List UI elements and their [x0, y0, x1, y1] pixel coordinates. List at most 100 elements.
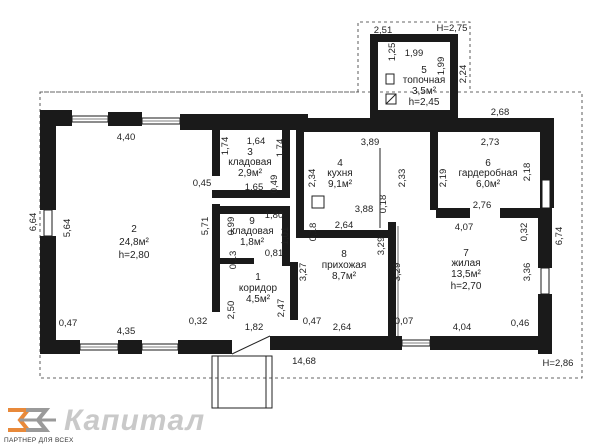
windows — [43, 115, 551, 351]
dim-kitchen-right: 2,33 — [397, 169, 408, 188]
svg-text:2: 2 — [131, 224, 137, 235]
wall-bottom-1 — [40, 340, 80, 354]
svg-text:1,8м²: 1,8м² — [240, 237, 265, 248]
dim-room3-bottom: 1,65 — [245, 182, 264, 193]
dim-room9-top: 1,80 — [265, 210, 284, 221]
room-2-label: 2 24,8м² h=2,80 — [119, 224, 150, 261]
dim-room9-left: 0,99 — [226, 217, 237, 236]
dim-kitchen-bottom-right: 3,88 — [355, 204, 374, 215]
svg-text:h=2,70: h=2,70 — [451, 281, 482, 292]
dim-kitchen-bottom-left: 2,64 — [335, 220, 354, 231]
dim-boiler-top: 2,51 — [374, 25, 393, 36]
dim-overall-right: 6,74 — [554, 227, 565, 246]
svg-text:прихожая: прихожая — [322, 260, 367, 271]
wall-bottom-5 — [430, 336, 552, 350]
fixtures — [211, 73, 399, 409]
svg-text:h=2,45: h=2,45 — [409, 97, 440, 108]
window-right-2 — [540, 267, 550, 295]
room-8-label: 8 прихожая 8,7м² — [322, 249, 367, 282]
svg-text:1: 1 — [255, 272, 261, 283]
brand-partner-tagline: ПАРТНЕР ДЛЯ ВСЕХ — [4, 437, 74, 444]
dim-bottom-living: 4,04 — [453, 322, 472, 333]
brand-watermark: Капитал — [64, 404, 205, 437]
wall-room3-left — [212, 130, 220, 176]
dim-hall-right: 3,29 — [376, 237, 387, 256]
svg-text:6: 6 — [485, 158, 491, 169]
dim-room3-side: 0,49 — [269, 175, 280, 194]
room-3-label: 3 кладовая 2,9м² — [228, 147, 271, 179]
wall-boiler-right — [450, 34, 458, 118]
wall-room2-right — [212, 204, 220, 312]
svg-text:кладовая: кладовая — [228, 157, 271, 168]
wall-bottom-4 — [270, 336, 402, 350]
boiler-unit-icon-2 — [385, 93, 397, 105]
outer-boundary-dashed — [39, 91, 583, 379]
svg-text:5: 5 — [421, 65, 427, 76]
dim-corridor-right2: 2,47 — [276, 299, 287, 318]
dim-boiler-left: 1,25 — [387, 43, 398, 62]
wall-room9-top — [220, 206, 290, 214]
svg-text:4: 4 — [337, 158, 343, 169]
svg-text:9: 9 — [249, 216, 255, 227]
dim-wardrobe-bottom: 2,76 — [473, 200, 492, 211]
dim-boiler-side: 2,24 — [458, 65, 469, 84]
dim-bottom-stub4: 0,07 — [395, 316, 414, 327]
dim-bottom-stub5: 0,46 — [511, 318, 530, 329]
boiler-boundary-dashed — [357, 21, 471, 92]
wall-wardrobe-bottom-a — [436, 208, 470, 218]
stove-icon — [311, 195, 325, 209]
boiler-unit-icon — [385, 73, 395, 85]
dim-kitchen-post2: 0,18 — [378, 195, 389, 214]
walls — [40, 34, 554, 354]
svg-text:2,9м²: 2,9м² — [238, 168, 263, 179]
wall-bottom-2 — [118, 340, 142, 354]
dim-room3-right: 1,74 — [275, 139, 286, 158]
dim-bottom-room2: 4,35 — [117, 326, 136, 337]
wall-left-lower — [40, 236, 56, 354]
window-left — [43, 209, 53, 237]
wall-top-center — [180, 114, 308, 130]
dim-room3-stub: 0,45 — [193, 178, 212, 189]
dim-room9-bottom: 0,81 — [265, 248, 284, 259]
svg-text:13,5м²: 13,5м² — [451, 269, 481, 280]
dim-bottom-stub2: 0,32 — [189, 316, 208, 327]
dim-room9-right: 1,01 — [280, 227, 291, 246]
room-4-label: 4 кухня 9,1м² — [327, 158, 352, 190]
dim-living-top: 4,07 — [455, 222, 474, 233]
wall-boiler-bottom — [378, 110, 450, 118]
dim-bottom-hall: 2,64 — [333, 322, 352, 333]
svg-text:4,5м²: 4,5м² — [246, 294, 271, 305]
wall-boiler-top — [370, 34, 458, 42]
room-9-label: 9 кладовая 1,8м² — [230, 216, 273, 248]
dim-kitchen-top: 3,89 — [361, 137, 380, 148]
svg-text:8: 8 — [341, 249, 347, 260]
dim-wardrobe-right: 2,18 — [522, 163, 533, 182]
wall-room3-bottom — [212, 190, 290, 198]
dimension-labels: 4,40 1,64 1,65 0,45 3,89 2,64 3,88 2,51 … — [59, 23, 574, 369]
dim-bottom-left-stub: 0,47 — [59, 318, 78, 329]
svg-text:3,5м²: 3,5м² — [412, 86, 437, 97]
wall-left-upper — [40, 110, 56, 210]
svg-text:кладовая: кладовая — [230, 226, 273, 237]
dimension-labels-vertical: 6,64 5,64 5,71 1,74 1,74 0,49 2,34 2,33 … — [28, 43, 565, 320]
dim-top-left-wall: 4,40 — [117, 132, 136, 143]
entrance-porch — [211, 355, 273, 409]
svg-text:7: 7 — [463, 248, 469, 259]
dim-kitchen-post: 0,18 — [308, 223, 319, 242]
dim-corridor-left: 2,50 — [226, 301, 237, 320]
dim-living-post: 0,32 — [519, 223, 530, 242]
wall-wardrobe-left — [430, 130, 438, 210]
dim-bottom-stub3: 0,47 — [303, 316, 322, 327]
dim-outer-top-right: 2,68 — [491, 107, 510, 118]
dim-room2-left: 5,64 — [62, 219, 73, 238]
dim-hall-right2: 3,29 — [392, 263, 403, 282]
dim-overall-height: H=2,86 — [543, 358, 574, 369]
dim-room3-top: 1,64 — [247, 136, 266, 147]
wall-top-right — [298, 118, 554, 132]
svg-text:коридор: коридор — [239, 283, 278, 294]
wall-corridor-right — [290, 262, 298, 320]
room-5-label: 5 топочная 3,5м² h=2,45 — [403, 65, 446, 108]
window-right-1 — [541, 179, 551, 209]
svg-text:24,8м²: 24,8м² — [119, 237, 149, 248]
